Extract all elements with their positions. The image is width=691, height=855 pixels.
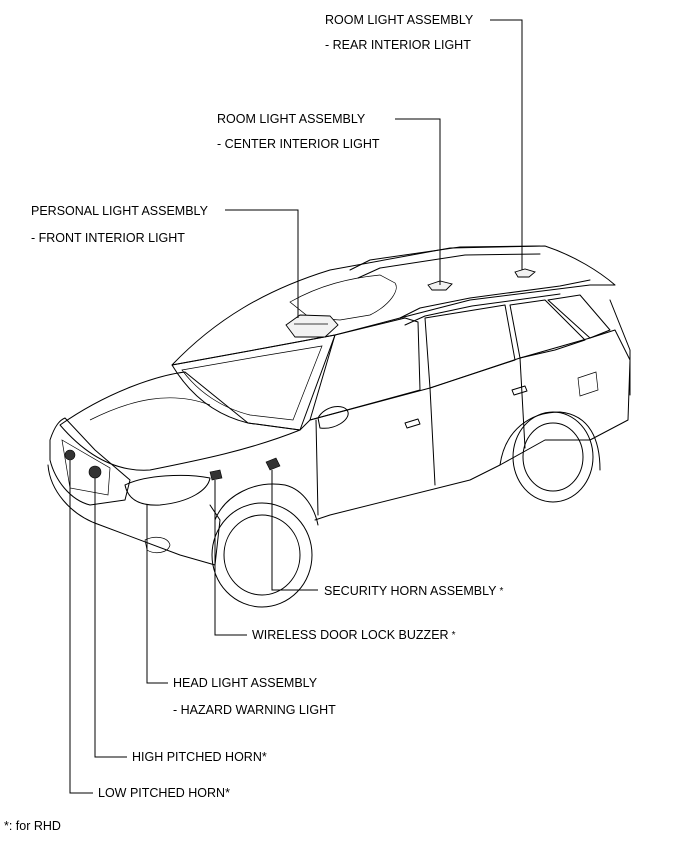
high-pitched-horn-label: HIGH PITCHED HORN* bbox=[132, 750, 267, 764]
leader-lines bbox=[69, 19, 523, 794]
high-horn-part bbox=[88, 465, 102, 479]
wireless-buzzer-asterisk: * bbox=[451, 630, 456, 641]
footnote: *: for RHD bbox=[4, 819, 61, 833]
room-light-rear-subtitle: - REAR INTERIOR LIGHT bbox=[325, 38, 471, 52]
security-horn-text: SECURITY HORN ASSEMBLY bbox=[324, 584, 497, 598]
buzzer-part bbox=[209, 469, 223, 481]
head-light-subtitle: - HAZARD WARNING LIGHT bbox=[173, 703, 336, 717]
room-light-center-title: ROOM LIGHT ASSEMBLY bbox=[217, 112, 366, 126]
low-horn-part bbox=[64, 449, 76, 461]
security-horn-asterisk: * bbox=[499, 586, 504, 597]
security-horn-part bbox=[265, 457, 281, 471]
rear-room-light-part bbox=[514, 268, 536, 278]
vehicle-body bbox=[47, 245, 631, 608]
personal-light-title: PERSONAL LIGHT ASSEMBLY bbox=[31, 204, 208, 218]
center-room-light-part bbox=[427, 280, 453, 291]
wireless-buzzer-label: WIRELESS DOOR LOCK BUZZER* bbox=[252, 628, 455, 643]
personal-light-part bbox=[285, 314, 339, 338]
room-light-center-subtitle: - CENTER INTERIOR LIGHT bbox=[217, 137, 380, 151]
wireless-buzzer-text: WIRELESS DOOR LOCK BUZZER bbox=[252, 628, 449, 642]
head-light-title: HEAD LIGHT ASSEMBLY bbox=[173, 676, 318, 690]
security-horn-label: SECURITY HORN ASSEMBLY* bbox=[324, 584, 503, 599]
room-light-rear-title: ROOM LIGHT ASSEMBLY bbox=[325, 13, 474, 27]
low-pitched-horn-label: LOW PITCHED HORN* bbox=[98, 786, 230, 800]
personal-light-subtitle: - FRONT INTERIOR LIGHT bbox=[31, 231, 185, 245]
